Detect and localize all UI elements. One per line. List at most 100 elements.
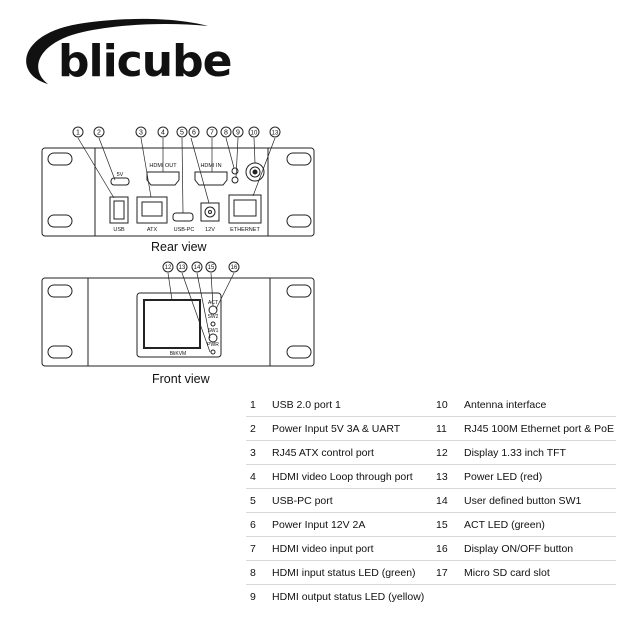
divider [246,584,616,585]
front-callout-number: 13 [179,265,186,271]
legend-number: 7 [250,543,256,555]
legend-description: Power LED (red) [464,471,543,483]
rear-callout-number: 4 [161,130,165,137]
label-12v: 12V [205,227,215,233]
legend-description: HDMI video input port [272,543,374,555]
mount-slot [286,152,312,166]
divider [246,464,616,465]
divider [246,560,616,561]
legend-item: 7 HDMI video input port [250,537,374,561]
rear-callout-number: 7 [210,130,214,137]
legend-item: 8 HDMI input status LED (green) [250,561,416,585]
divider [246,488,616,489]
legend-description: Antenna interface [464,399,547,411]
legend-number: 1 [250,399,256,411]
legend-item: 1 USB 2.0 port 1 [250,393,341,417]
legend-description: Power Input 12V 2A [272,519,366,531]
label-pwr: PWR [207,342,219,348]
label-5v: 5V [117,172,124,178]
legend-number: 6 [250,519,256,531]
rear-callout-number: 2 [97,130,101,137]
legend-description: HDMI input status LED (green) [272,567,416,579]
legend-item: 6 Power Input 12V 2A [250,513,365,537]
legend-item: 14 User defined button SW1 [436,489,581,513]
divider [246,512,616,513]
hdmi-in-port [194,171,228,186]
legend-item: 2 Power Input 5V 3A & UART [250,417,400,441]
legend-number: 3 [250,447,256,459]
act-led [210,321,216,327]
rear-panel [41,147,315,237]
front-callout-number: 15 [208,265,215,271]
label-usb-pc: USB-PC [174,227,195,233]
legend-number: 5 [250,495,256,507]
legend-number: 15 [436,519,448,531]
legend-item: 15 ACT LED (green) [436,513,545,537]
front-callout-circles [162,261,240,273]
legend-number: 14 [436,495,448,507]
usb-port [109,196,129,224]
legend-description: USB-PC port [272,495,333,507]
legend-item: 5 USB-PC port [250,489,333,513]
rear-view-caption: Rear view [151,240,207,254]
legend-description: HDMI video Loop through port [272,471,413,483]
rear-callout-number: 9 [236,130,240,137]
ethernet-port [228,194,262,224]
rear-callout-number: 3 [139,130,143,137]
legend-item: 12 Display 1.33 inch TFT [436,441,566,465]
front-callout-number: 16 [231,265,238,271]
label-hdmi-in: HDMI IN [200,163,221,169]
legend-number: 12 [436,447,448,459]
legend-item: 3 RJ45 ATX control port [250,441,374,465]
legend-number: 2 [250,423,256,435]
legend-number: 10 [436,399,448,411]
legend-item: 11 RJ45 100M Ethernet port & PoE [436,417,614,441]
legend-description: Display 1.33 inch TFT [464,447,566,459]
legend-description: RJ45 100M Ethernet port & PoE [464,423,614,435]
legend-number: 16 [436,543,448,555]
hdmi-out-led [231,176,239,184]
screen-module [136,292,222,358]
logo-wordmark: blicube [58,36,232,87]
mount-slot [47,345,73,359]
legend-item: 9 HDMI output status LED (yellow) [250,585,424,609]
legend-description: Micro SD card slot [464,567,550,579]
legend-description: ACT LED (green) [464,519,545,531]
legend-item: 4 HDMI video Loop through port [250,465,413,489]
rear-callout-number: 6 [192,130,196,137]
label-sw2: SW2 [208,314,219,320]
label-act: ACT [208,300,218,306]
rear-callout-number: 8 [224,130,228,137]
legend-number: 13 [436,471,448,483]
legend-description: Power Input 5V 3A & UART [272,423,401,435]
mount-slot [47,284,73,298]
mount-slot [286,284,312,298]
power-12v-port [200,202,220,222]
legend-item: 13 Power LED (red) [436,465,542,489]
label-atx: ATX [147,227,158,233]
pwr-led [210,349,216,355]
legend-description: Display ON/OFF button [464,543,574,555]
legend-description: USB 2.0 port 1 [272,399,341,411]
rear-callout-number: 10 [251,131,258,137]
rear-callout-number: 13 [272,131,279,137]
label-blikvm: BliKVM [170,351,186,357]
rear-callout-number: 1 [76,130,80,137]
label-ethernet: ETHERNET [230,227,260,233]
legend-item: 16 Display ON/OFF button [436,537,573,561]
legend-description: RJ45 ATX control port [272,447,374,459]
mount-slot [47,214,73,228]
divider [246,440,616,441]
legend-description: User defined button SW1 [464,495,582,507]
rear-callout-number: 5 [180,130,184,137]
power-5v-port [110,177,130,186]
divider [246,536,616,537]
rear-callout-leaders [77,137,276,214]
device-diagram: 1 2 3 4 5 6 7 8 9 10 13 5V USB ATX HDMI … [41,126,315,367]
legend-item: 17 Micro SD card slot [436,561,550,585]
front-callout-number: 12 [165,265,172,271]
label-hdmi-out: HDMI OUT [149,163,177,169]
mount-slot [286,345,312,359]
mount-slot [47,152,73,166]
legend-description: HDMI output status LED (yellow) [272,591,425,603]
